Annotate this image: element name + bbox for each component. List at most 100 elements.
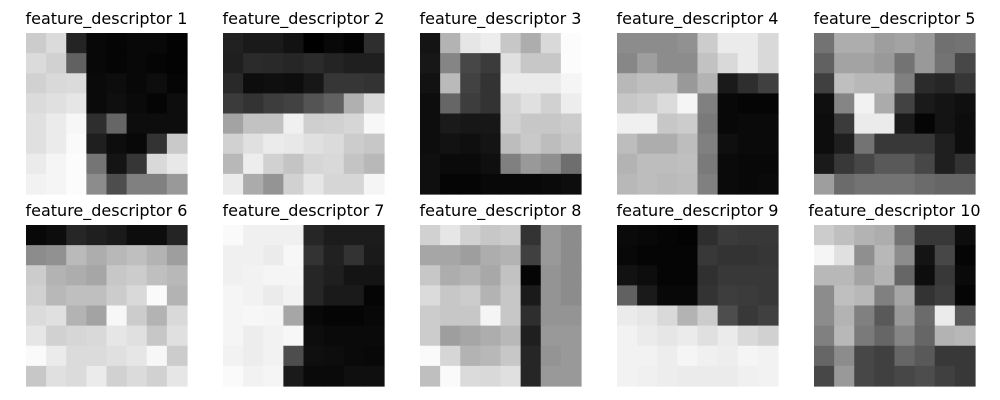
heatmap-cell <box>894 245 916 266</box>
heatmap-cell <box>874 365 896 387</box>
heatmap-cell <box>954 225 976 246</box>
heatmap-cell <box>166 33 188 54</box>
heatmap-cell <box>934 153 956 175</box>
heatmap-cell <box>283 73 305 94</box>
heatmap-cell <box>420 285 441 307</box>
heatmap-cell <box>146 93 168 115</box>
heatmap-cell <box>343 33 365 54</box>
heatmap-cell <box>303 265 325 286</box>
heatmap-cell <box>757 285 779 307</box>
heatmap-cell <box>520 345 542 367</box>
heatmap-cell <box>146 285 168 307</box>
heatmap-cell <box>814 53 835 74</box>
heatmap-cell <box>283 285 305 307</box>
heatmap-cell <box>363 133 385 155</box>
heatmap-cell <box>323 265 345 286</box>
heatmap-cell <box>66 265 87 286</box>
heatmap-cell <box>243 365 264 387</box>
heatmap-cell <box>263 265 284 286</box>
heatmap-cell <box>126 285 148 307</box>
heatmap-cell <box>637 325 658 347</box>
heatmap-cell <box>914 133 936 155</box>
heatmap-cell <box>86 93 108 115</box>
heatmap-cell <box>363 285 385 307</box>
heatmap-cell <box>263 225 284 246</box>
heatmap-cell <box>440 265 461 286</box>
heatmap-cell <box>757 33 779 54</box>
heatmap-cell <box>106 173 128 195</box>
heatmap-cell <box>914 265 936 286</box>
heatmap-cell <box>86 345 108 367</box>
heatmap-cell <box>363 265 385 286</box>
heatmap-cell <box>814 345 835 367</box>
heatmap-cell <box>440 113 461 135</box>
heatmap-cell <box>106 225 128 246</box>
heatmap-cell <box>894 325 916 347</box>
heatmap-cell <box>86 305 108 327</box>
heatmap-cell <box>106 73 128 94</box>
heatmap-cell <box>520 285 542 307</box>
heatmap-panel: feature_descriptor 9 <box>617 201 779 387</box>
heatmap-cell <box>954 133 976 155</box>
heatmap-cell <box>106 245 128 266</box>
heatmap-cell <box>480 345 502 367</box>
heatmap-cell <box>677 245 699 266</box>
panel-title: feature_descriptor 5 <box>814 9 976 29</box>
heatmap-cell <box>146 365 168 387</box>
heatmap-cell <box>637 73 658 94</box>
heatmap-cell <box>854 365 875 387</box>
heatmap-cell <box>363 365 385 387</box>
heatmap-cell <box>677 73 699 94</box>
heatmap-cell <box>146 73 168 94</box>
heatmap-cell <box>914 113 936 135</box>
heatmap-cell <box>363 73 385 94</box>
heatmap-cell <box>874 73 896 94</box>
heatmap-cell <box>894 365 916 387</box>
heatmap-cell <box>954 93 976 115</box>
heatmap-cell <box>420 153 441 175</box>
heatmap-cell <box>86 245 108 266</box>
heatmap-cell <box>323 285 345 307</box>
heatmap-cell <box>263 365 284 387</box>
heatmap-cell <box>737 225 759 246</box>
heatmap-cell <box>520 133 542 155</box>
heatmap-panel: feature_descriptor 7 <box>223 201 385 387</box>
heatmap-cell <box>520 113 542 135</box>
heatmap-cell <box>26 133 47 155</box>
heatmap-cell <box>106 285 128 307</box>
heatmap-cell <box>717 265 739 286</box>
heatmap-cell <box>323 345 345 367</box>
heatmap-cell <box>637 33 658 54</box>
heatmap-cell <box>934 365 956 387</box>
heatmap-cell <box>637 173 658 195</box>
heatmap-cell <box>243 225 264 246</box>
heatmap-cell <box>323 73 345 94</box>
heatmap-cell <box>934 173 956 195</box>
heatmap-cell <box>540 113 562 135</box>
heatmap-cell <box>363 33 385 54</box>
heatmap-cell <box>460 305 481 327</box>
heatmap-cell <box>677 133 699 155</box>
heatmap-cell <box>440 173 461 195</box>
heatmap-cell <box>757 153 779 175</box>
heatmap-cell <box>540 93 562 115</box>
heatmap-cell <box>500 225 522 246</box>
heatmap-cell <box>166 245 188 266</box>
heatmap-cell <box>617 133 638 155</box>
heatmap-cell <box>520 73 542 94</box>
heatmap-cell <box>283 265 305 286</box>
heatmap-cell <box>480 285 502 307</box>
heatmap-cell <box>540 173 562 195</box>
heatmap-cell <box>637 93 658 115</box>
heatmap-cell <box>323 225 345 246</box>
heatmap-cell <box>834 265 855 286</box>
heatmap-cell <box>106 113 128 135</box>
heatmap-cell <box>934 245 956 266</box>
heatmap-cell <box>66 113 87 135</box>
heatmap-cell <box>560 33 582 54</box>
heatmap-cell <box>854 345 875 367</box>
heatmap-cell <box>500 245 522 266</box>
heatmap-cell <box>126 173 148 195</box>
heatmap-cell <box>834 305 855 327</box>
heatmap-cell <box>146 225 168 246</box>
